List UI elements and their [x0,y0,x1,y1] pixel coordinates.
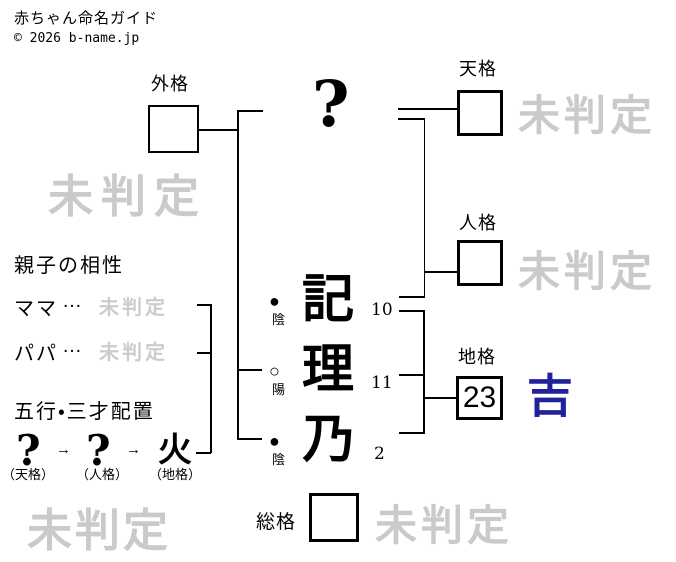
name-char-3: 乃 [302,409,355,470]
line-jinkaku-top-input [398,118,425,120]
line-char1-upper [399,296,425,298]
line-left-bracket-vertical [237,110,239,440]
jinkaku-box [457,240,503,286]
line-jinkaku-output [424,271,457,273]
line-char1-lower [399,310,425,312]
line-left-stub-bottom [237,438,262,440]
soukaku-box [309,493,359,542]
line-papa-stub [197,352,211,354]
line-gogyo-stub [196,452,211,454]
gogyo-arrow-1: → [56,441,71,458]
gogyo-symbol-tenkaku: ? [16,426,41,475]
stroke-count-3: 2 [374,444,385,464]
inyo-symbol-2: ○ [269,361,280,381]
chikaku-verdict: 吉 [527,369,573,423]
name-char-2: 理 [302,339,355,400]
page-title: 赤ちゃん命名ガイド [14,10,159,27]
gogyo-caption-jinkaku: （人格） [76,467,129,482]
gogyo-arrow-2: → [126,441,141,458]
line-left-stub-middle [237,369,262,371]
gaikaku-verdict-watermark: 未判定 [48,170,208,223]
line-parent-bracket-vertical [210,304,212,453]
soukaku-label: 総格 [256,512,297,533]
jinkaku-label: 人格 [459,213,497,233]
jinkaku-verdict-watermark: 未判定 [518,247,657,296]
soukaku-verdict-watermark: 未判定 [375,501,514,550]
line-char3 [399,432,424,434]
stroke-count-1: 10 [371,300,393,320]
gogyo-title: 五行・三才配置 [14,401,155,423]
tenkaku-label: 天格 [459,59,497,79]
line-jinkaku-vertical [423,118,425,297]
inyo-label-2: 陽 [272,382,286,397]
inyo-symbol-3: ● [269,431,280,451]
surname-placeholder: ? [312,67,350,142]
papa-label: パパ [14,343,58,365]
line-chikaku-vertical [423,310,425,434]
sansai-verdict-watermark: 未判定 [27,504,172,557]
compatibility-title: 親子の相性 [14,255,124,277]
name-char-1: 記 [302,269,355,330]
line-tenkaku [398,108,457,110]
tenkaku-box [457,90,503,136]
gogyo-symbol-chikaku: 火 [158,430,192,470]
inyo-symbol-1: ● [269,291,280,311]
line-chikaku-output [423,397,457,399]
line-mama-stub [197,304,211,306]
gogyo-caption-chikaku: （地格） [149,467,202,482]
mama-dots: … [62,290,84,312]
copyright-text: © 2026 b-name.jp [14,31,140,46]
gaikaku-label: 外格 [151,74,189,94]
inyo-label-1: 陰 [272,312,286,327]
line-char2 [399,374,424,376]
chikaku-label: 地格 [458,347,496,367]
gogyo-caption-tenkaku: （天格） [2,467,55,482]
inyo-label-3: 陰 [272,452,286,467]
mama-label: ママ [14,298,58,320]
chikaku-box: 23 [456,376,503,420]
line-left-stub-top [237,110,263,112]
mama-result: 未判定 [99,295,168,319]
gaikaku-box [148,105,199,153]
tenkaku-verdict-watermark: 未判定 [518,91,657,140]
line-gaikaku-connector [198,129,238,131]
gogyo-symbol-jinkaku: ? [86,426,111,475]
stroke-count-2: 11 [371,373,393,393]
papa-dots: … [62,335,84,357]
papa-result: 未判定 [99,340,168,364]
